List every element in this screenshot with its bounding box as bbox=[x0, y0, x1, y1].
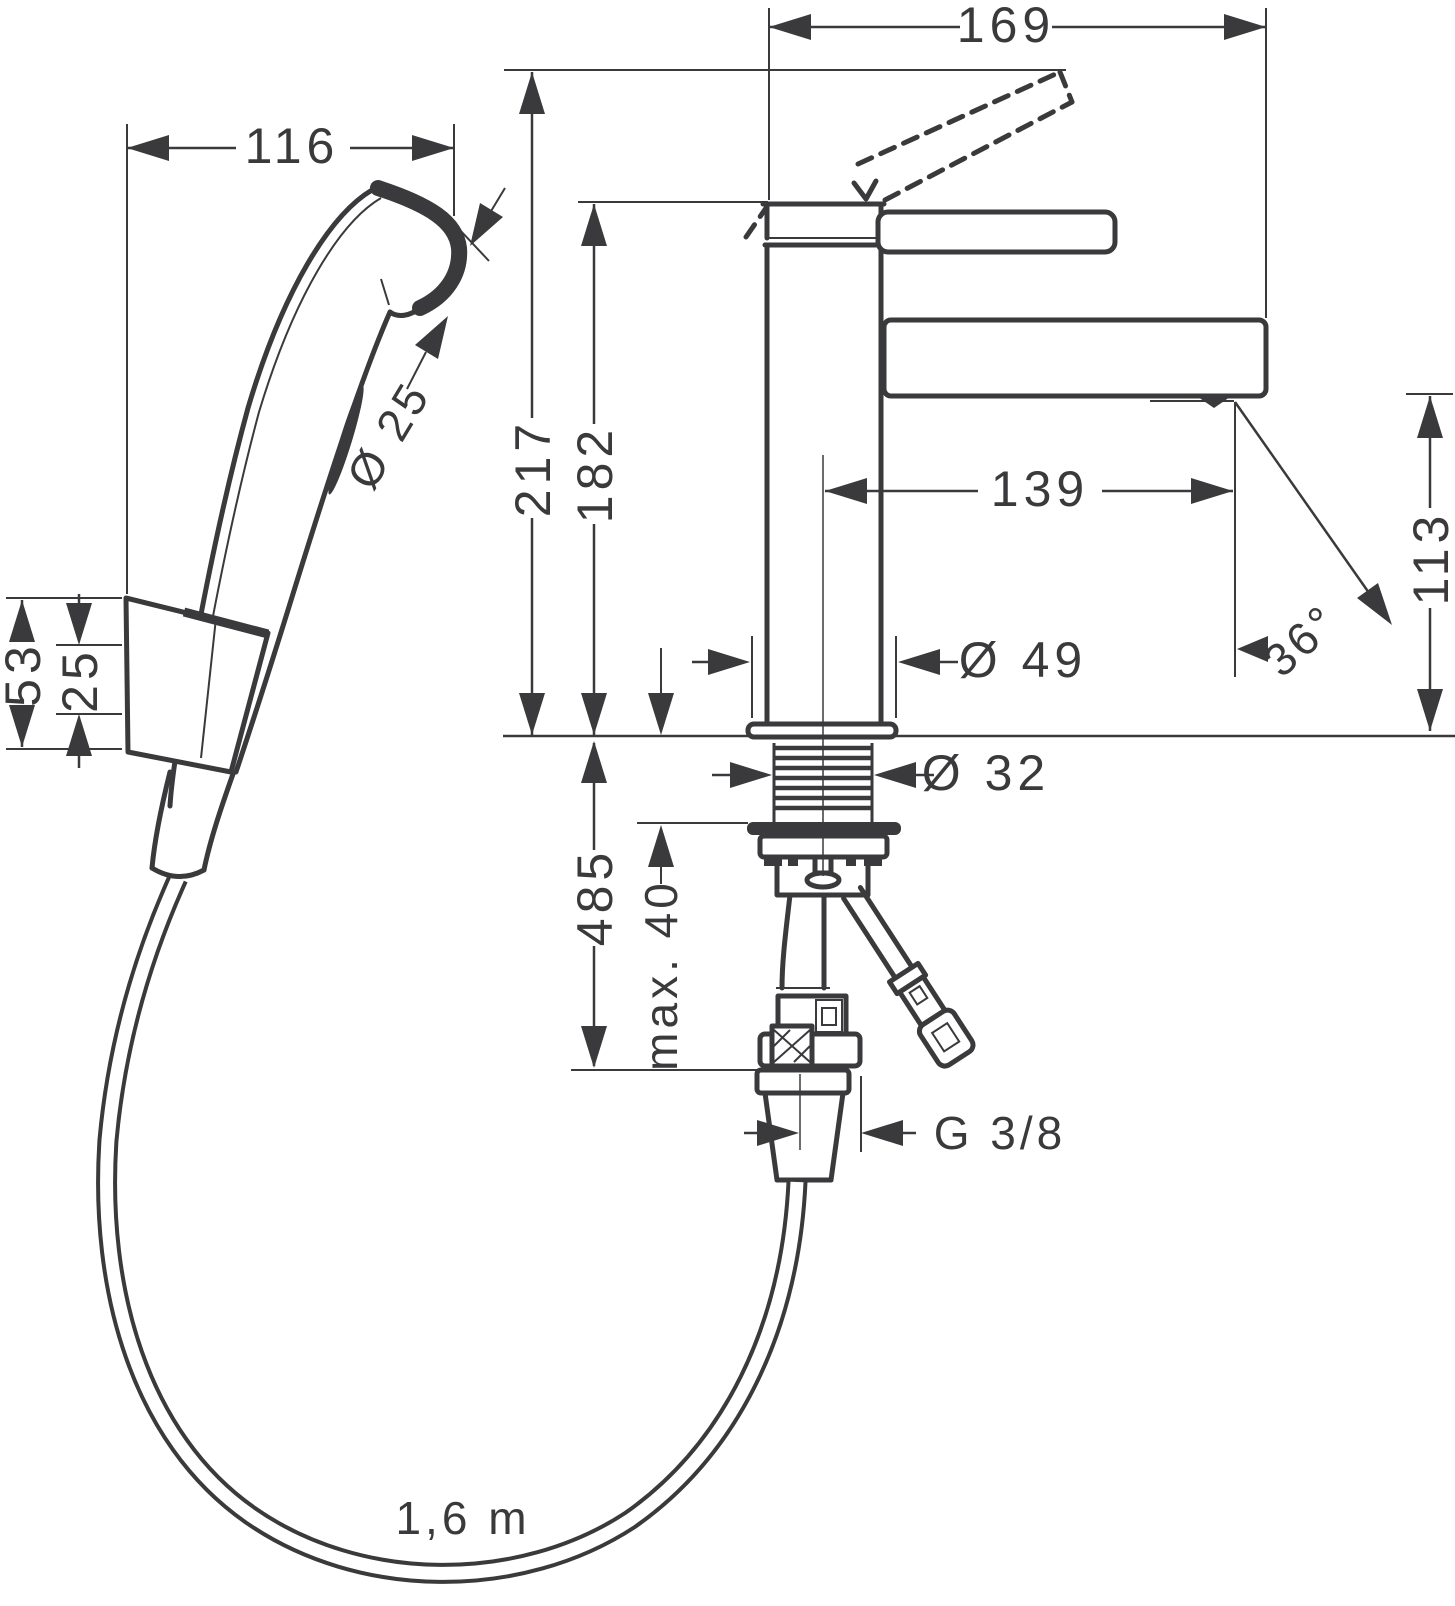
dim-base-diameter-label: Ø 49 bbox=[959, 632, 1087, 688]
dim-total-height: 217 bbox=[504, 69, 1066, 735]
spray-trigger bbox=[328, 385, 364, 495]
knurl-pattern-icon bbox=[769, 1023, 815, 1069]
hose-length-label: 1,6 m bbox=[395, 1492, 530, 1544]
dim-holder-offset: 25 bbox=[52, 594, 122, 768]
faucet-cap bbox=[760, 201, 887, 248]
dim-holder-height: 53 bbox=[0, 597, 122, 750]
dim-stream-angle: 36° bbox=[1233, 401, 1392, 687]
nut-slots bbox=[764, 857, 882, 866]
dim-spout-projection: 139 bbox=[825, 461, 1233, 517]
dim-hose-thread: G 3/8 bbox=[744, 1074, 1067, 1159]
faucet bbox=[503, 69, 1455, 1183]
spray-holder bbox=[123, 595, 271, 775]
dim-outlet-height: 113 bbox=[1403, 393, 1455, 731]
dim-handspray-diameter: Ø 25 bbox=[336, 187, 506, 498]
handle-dashed-open-position bbox=[743, 69, 1075, 240]
dim-max-deck-thickness-label: max. 40 bbox=[635, 879, 687, 1071]
base-plinth bbox=[745, 721, 899, 740]
dim-shank-diameter-label: Ø 32 bbox=[922, 745, 1050, 801]
dim-connection-length-label: 485 bbox=[567, 848, 623, 946]
dim-holder-height-label: 53 bbox=[0, 641, 51, 707]
spray-hose bbox=[96, 873, 808, 1584]
wand-inner-line bbox=[202, 197, 382, 671]
dim-body-height: 182 bbox=[567, 201, 768, 735]
dim-body-height-label: 182 bbox=[567, 425, 623, 523]
hand-spray bbox=[149, 180, 468, 879]
spray-face bbox=[370, 180, 468, 316]
dim-base-diameter: Ø 49 bbox=[692, 632, 1087, 718]
dim-spout-reach-label: 169 bbox=[957, 0, 1055, 53]
fastening-set bbox=[747, 822, 901, 898]
dim-stream-angle-label: 36° bbox=[1254, 593, 1349, 686]
dim-hose-thread-label: G 3/8 bbox=[934, 1107, 1067, 1159]
handle-pivot-mark-icon bbox=[851, 178, 879, 202]
faucet-handle bbox=[875, 209, 1118, 255]
dim-connection-length: 485 bbox=[567, 741, 770, 1071]
supply-hose bbox=[841, 885, 976, 1069]
aerator-wedge-icon bbox=[1198, 397, 1230, 408]
dim-spout-reach: 169 bbox=[768, 0, 1267, 318]
spray-outlet-connection bbox=[754, 892, 863, 1183]
dim-handspray-length-label: 116 bbox=[245, 118, 340, 174]
dim-outlet-height-label: 113 bbox=[1403, 511, 1455, 606]
dim-max-deck-thickness: max. 40 bbox=[635, 648, 748, 1071]
dim-holder-offset-label: 25 bbox=[52, 647, 108, 713]
dim-shank-diameter: Ø 32 bbox=[712, 745, 1050, 801]
dim-total-height-label: 217 bbox=[505, 419, 561, 517]
hand-spray-assembly bbox=[96, 180, 808, 1584]
faucet-spout bbox=[881, 317, 1269, 399]
dim-spout-projection-label: 139 bbox=[991, 461, 1089, 517]
washer bbox=[747, 822, 901, 835]
dim-handspray-length: 116 bbox=[126, 118, 455, 594]
wand-right-edge bbox=[233, 309, 393, 775]
hose-union-cone bbox=[762, 1090, 846, 1183]
